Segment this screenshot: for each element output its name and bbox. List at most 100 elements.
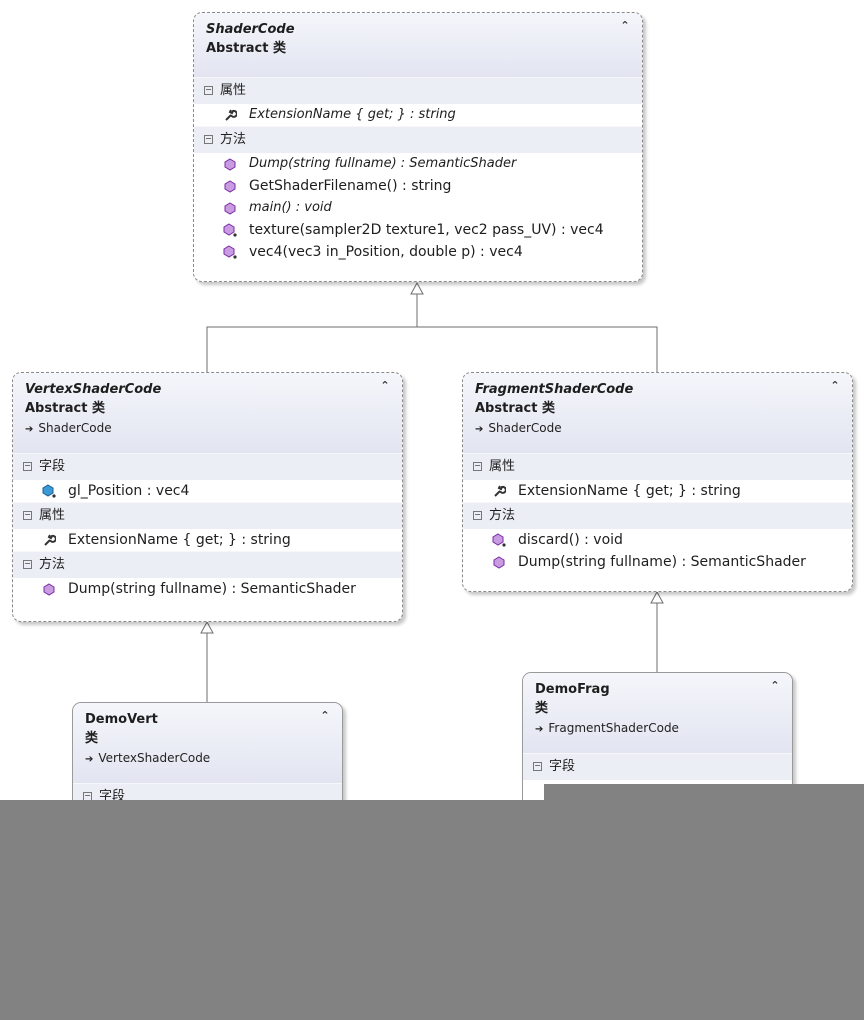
member-text: gl_Position : vec4 [68,483,190,499]
member-text: texture(sampler2D texture1, vec2 pass_UV… [249,222,604,238]
section-label: 方法 [39,557,66,572]
collapse-minus-icon[interactable]: − [204,134,213,144]
base-class-name: ShaderCode [488,421,562,435]
inherit-arrow-icon: ➔ [475,424,484,435]
wrench-icon [494,485,506,497]
section-methods[interactable]: − 方法 [463,502,852,529]
class-name: DemoFrag [535,682,610,697]
section-label: 属性 [39,508,66,523]
member-text: main() : void [249,200,332,215]
class-kind: 类 [85,731,99,746]
base-class: ➔ VertexShaderCode [85,748,332,770]
collapse-minus-icon[interactable]: − [204,85,213,95]
double-chevron-up-icon[interactable]: ⌃ [320,709,330,722]
section-fields[interactable]: − 字段 [13,453,402,480]
gray-overlay-strip [544,784,864,800]
collapse-minus-icon[interactable]: − [23,559,32,569]
double-chevron-up-icon[interactable]: ⌃ [380,379,390,392]
section-fields[interactable]: − 字段 [523,753,792,780]
method-cube-icon [493,556,505,569]
class-kind: Abstract 类 [206,41,286,56]
section-label: 字段 [549,759,576,774]
section-methods[interactable]: − 方法 [194,126,642,153]
method-cube-icon [224,202,236,215]
class-header: DemoVert 类 ➔ VertexShaderCode ⌃ [73,703,342,783]
property-row[interactable]: ExtensionName { get; } : string [194,104,642,126]
section-properties[interactable]: − 属性 [463,453,852,480]
class-header: DemoFrag 类 ➔ FragmentShaderCode ⌃ [523,673,792,753]
collapse-minus-icon[interactable]: − [473,510,482,520]
generalization-arrow-vertex [200,620,214,634]
collapse-minus-icon[interactable]: − [533,761,542,771]
wrench-icon [44,534,56,546]
base-class-name: FragmentShaderCode [548,721,679,735]
class-header: VertexShaderCode Abstract 类 ➔ShaderCode … [13,373,402,453]
section-properties[interactable]: − 属性 [13,502,402,529]
member-text: Dump(string fullname) : SemanticShader [68,581,356,597]
base-class-name: ShaderCode [38,421,112,435]
method-row[interactable]: vec4(vec3 in_Position, double p) : vec4 [194,241,642,263]
double-chevron-up-icon[interactable]: ⌃ [830,379,840,392]
collapse-minus-icon[interactable]: − [473,461,482,471]
method-row[interactable]: Dump(string fullname) : SemanticShader [194,153,642,175]
member-text: Dump(string fullname) : SemanticShader [249,156,517,171]
double-chevron-up-icon[interactable]: ⌃ [770,679,780,692]
section-label: 属性 [489,459,516,474]
method-cube-star-icon [492,533,506,547]
method-row[interactable]: GetShaderFilename() : string [194,175,642,197]
class-fragmentshadercode[interactable]: FragmentShaderCode Abstract 类 ➔ ShaderCod… [462,372,853,592]
member-text: discard() : void [518,532,623,548]
section-label: 属性 [220,83,247,98]
connector-shadercode-children [206,326,658,372]
class-name: ShaderCode [206,22,295,37]
class-kind: Abstract 类 [25,401,105,416]
section-methods[interactable]: − 方法 [13,551,402,578]
method-cube-star-icon [223,223,237,237]
member-text: ExtensionName { get; } : string [518,483,741,499]
class-header: FragmentShaderCode Abstract 类 ➔ ShaderCod… [463,373,852,453]
base-class: ➔ ShaderCode [25,418,392,440]
method-row[interactable]: texture(sampler2D texture1, vec2 pass_UV… [194,219,642,241]
method-row[interactable]: discard() : void [463,529,852,551]
generalization-arrow-fragment [650,590,664,604]
wrench-icon [225,109,237,121]
field-row[interactable]: gl_Position : vec4 [13,480,402,502]
class-vertexshadercode[interactable]: VertexShaderCode Abstract 类 ➔ShaderCode … [12,372,403,622]
section-properties[interactable]: − 属性 [194,77,642,104]
member-text: ExtensionName { get; } : string [68,532,291,548]
collapse-minus-icon[interactable]: − [23,510,32,520]
property-row[interactable]: ExtensionName { get; } : string [463,480,852,502]
method-row[interactable]: Dump(string fullname) : SemanticShader [13,578,402,600]
section-label: 方法 [220,132,247,147]
member-text: Dump(string fullname) : SemanticShader [518,554,806,570]
section-label: 字段 [39,459,66,474]
member-text: ExtensionName { get; } : string [249,107,456,122]
field-cube-icon [42,484,56,498]
class-name: VertexShaderCode [25,382,162,397]
inherit-arrow-icon: ➔ [535,724,544,735]
base-class: ➔ FragmentShaderCode [535,718,782,740]
base-class: ➔ ShaderCode [475,418,842,440]
inherit-arrow-icon: ➔ [85,754,94,765]
class-name: FragmentShaderCode [475,382,634,397]
member-text: vec4(vec3 in_Position, double p) : vec4 [249,244,523,260]
method-cube-star-icon [223,245,237,259]
inherit-arrow-icon: ➔ [25,424,34,435]
method-row[interactable]: main() : void [194,197,642,219]
class-kind: 类 [535,701,549,716]
double-chevron-up-icon[interactable]: ⌃ [620,19,630,32]
base-class-name: VertexShaderCode [98,751,211,765]
collapse-minus-icon[interactable]: − [23,461,32,471]
gray-overlay [0,800,864,1020]
method-cube-icon [224,158,236,171]
class-name: DemoVert [85,712,158,727]
member-text: GetShaderFilename() : string [249,178,452,194]
method-row[interactable]: Dump(string fullname) : SemanticShader [463,551,852,573]
section-label: 方法 [489,508,516,523]
class-shadercode[interactable]: ShaderCode Abstract 类 ⌃ − 属性 ExtensionNa… [193,12,643,282]
method-cube-icon [224,180,236,193]
class-kind: Abstract 类 [475,401,555,416]
class-header: ShaderCode Abstract 类 ⌃ [194,13,642,77]
generalization-arrow-shadercode [410,281,424,295]
property-row[interactable]: ExtensionName { get; } : string [13,529,402,551]
